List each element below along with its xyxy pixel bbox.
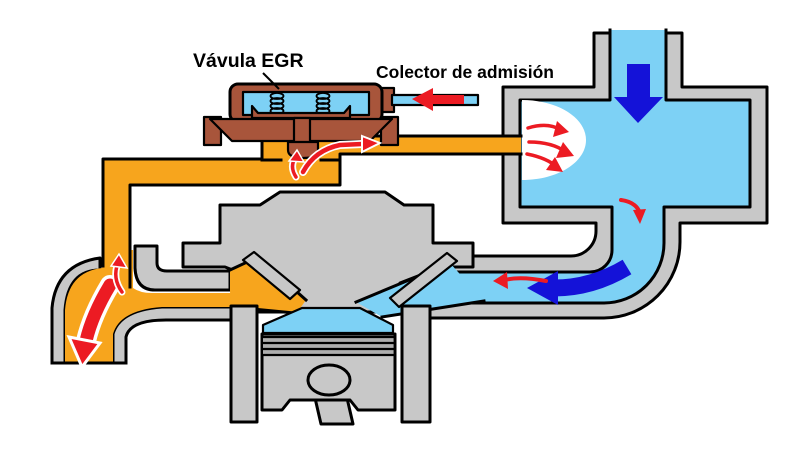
flow-arrows bbox=[66, 64, 663, 370]
egr-gas-cavity bbox=[103, 136, 521, 278]
egr-seat-arrow-head bbox=[287, 148, 306, 163]
egr-spray-arrows bbox=[525, 121, 574, 172]
intake-manifold-label: Colector de admisión bbox=[376, 62, 554, 82]
exhaust-out-arrow bbox=[79, 278, 117, 348]
intake-air-down-arrow bbox=[614, 64, 663, 123]
manifold-air-cavity bbox=[430, 30, 750, 303]
egr-right-arrow-head bbox=[361, 134, 383, 154]
intake-port-border-bottom bbox=[380, 299, 486, 319]
downpipe-red-curl-head bbox=[633, 209, 646, 224]
mixture-flow-arrow-head bbox=[493, 272, 508, 289]
intake-air-left-arrow bbox=[553, 259, 632, 297]
cylinder-wall-right bbox=[400, 304, 432, 424]
label-leader-line bbox=[262, 72, 280, 90]
mixture-flow-arrow bbox=[503, 276, 548, 283]
combustion-chamber bbox=[263, 308, 393, 333]
manifold-cavity-border-right bbox=[428, 28, 752, 305]
intake-valve bbox=[388, 251, 459, 309]
engine-block bbox=[181, 190, 486, 426]
egr-valve-stem bbox=[292, 116, 312, 146]
egr-valve bbox=[202, 82, 480, 160]
connecting-rod bbox=[313, 396, 355, 426]
exhaust-port bbox=[230, 257, 306, 314]
exhaust-out-arrow-head bbox=[66, 334, 103, 370]
mixing-zone bbox=[522, 100, 586, 180]
piston-rings bbox=[260, 335, 397, 357]
spring-icon bbox=[269, 92, 285, 115]
intake-manifold bbox=[428, 28, 769, 320]
egr-passage-border-inner bbox=[128, 152, 523, 289]
piston-ring-band bbox=[263, 337, 393, 355]
intake-air-left-arrow-head bbox=[527, 271, 558, 305]
manifold-cavity-border-left bbox=[428, 28, 614, 274]
cylinder-wall-left bbox=[229, 304, 259, 424]
egr-valve-label: Vávula EGR bbox=[193, 50, 304, 72]
egr-riser-arrow-head bbox=[109, 252, 129, 269]
exhaust-valve bbox=[241, 250, 302, 301]
vacuum-flow-arrow bbox=[412, 88, 464, 111]
wrist-pin bbox=[306, 363, 352, 397]
egr-right-arrow bbox=[300, 141, 365, 175]
